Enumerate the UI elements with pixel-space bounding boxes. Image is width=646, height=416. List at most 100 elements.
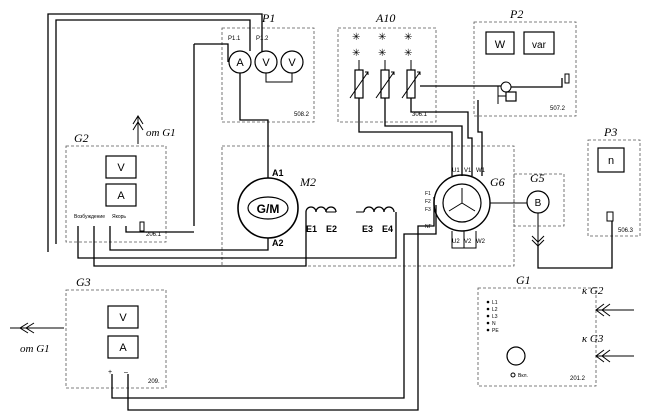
lamp-icon: ✳ xyxy=(378,48,386,59)
g5-unit: G5 B xyxy=(526,171,550,247)
g1-phase-n: N xyxy=(492,321,496,327)
wire xyxy=(55,19,251,244)
wire xyxy=(384,98,463,176)
wire xyxy=(125,226,194,233)
lamp-icon: ✳ xyxy=(404,48,412,59)
p3-unit: P3 n 506.3 xyxy=(597,125,634,234)
wire xyxy=(239,73,269,178)
voltmeter-p1-1-label: V xyxy=(262,57,270,69)
ammeter-p1-label: A xyxy=(236,57,244,69)
wire xyxy=(410,98,473,176)
g1-output-arrow-g2 xyxy=(595,303,634,317)
g5-connector-icon xyxy=(531,213,545,247)
voltmeter-g3-label: V xyxy=(119,312,127,324)
wire xyxy=(358,98,453,176)
g6-machine: G6 U1 V1 W1 U2 V2 W2 F1 F2 F3 NF xyxy=(425,168,505,245)
g3-unit: G3 от G1 V A + – 209. xyxy=(20,275,160,385)
a10-code: 306.1 xyxy=(412,112,428,118)
ammeter-g2 xyxy=(105,183,137,207)
g3-minus: – xyxy=(124,369,128,376)
g2-excitation-label: Возбуждение xyxy=(74,214,105,220)
wire xyxy=(109,226,269,251)
rheostat-3 xyxy=(406,69,416,99)
ammeter-g2-label: A xyxy=(117,190,125,202)
voltmeter-p1-2-label: V xyxy=(288,57,296,69)
g2-code: 206.1 xyxy=(146,232,162,238)
ammeter-g3-label: A xyxy=(119,342,127,354)
g6-terminal-f3: F3 xyxy=(425,207,431,213)
g1-power-knob xyxy=(506,346,526,366)
g3-input-arrow xyxy=(10,322,64,334)
g2-from-label: от G1 xyxy=(146,127,176,139)
ammeter-g3 xyxy=(107,335,139,359)
g2-title: G2 xyxy=(74,131,89,145)
g6-terminal-f1: F1 xyxy=(425,191,431,197)
g5-sensor-label: B xyxy=(535,198,542,209)
lamp-icon: ✳ xyxy=(352,48,360,59)
p2-connector xyxy=(564,73,570,84)
wire xyxy=(127,197,435,411)
rheostat-2 xyxy=(380,69,390,99)
terminal-e3: E3 xyxy=(362,224,373,234)
g3-title: G3 xyxy=(76,275,91,289)
p1-code: 508.2 xyxy=(294,112,310,118)
g1-switch-label: Вкл. xyxy=(518,373,528,379)
unit-outlines xyxy=(65,21,641,389)
g6-terminal-nf: NF xyxy=(425,224,432,230)
g1-phase-l2: L2 xyxy=(492,307,498,313)
star-connection xyxy=(448,188,476,212)
voltmeter-g2-label: V xyxy=(117,162,125,174)
m2-machine: M2 G/M A1 A2 E1 E2 E3 E4 xyxy=(237,168,395,248)
a10-title: A10 xyxy=(375,11,395,25)
lamp-icon: ✳ xyxy=(352,32,360,43)
p3-title: P3 xyxy=(603,125,617,139)
rheostat-arrow xyxy=(349,71,369,99)
terminal-e2: E2 xyxy=(326,224,337,234)
g3-from-label: от G1 xyxy=(20,343,50,355)
wire xyxy=(497,86,506,104)
rheostat-arrow xyxy=(401,71,421,99)
varmeter-label: var xyxy=(532,40,547,51)
p3-code: 506.3 xyxy=(618,228,634,234)
g1-to-g2-label: к G2 xyxy=(582,285,604,297)
phase-indicator xyxy=(486,314,490,318)
g1-switch xyxy=(510,372,516,378)
varmeter xyxy=(523,31,555,55)
field-winding-2 xyxy=(363,206,395,213)
g1-title: G1 xyxy=(516,273,531,287)
wire xyxy=(358,60,412,70)
voltage-coil xyxy=(505,91,517,102)
phase-indicator xyxy=(486,328,490,332)
gm-machine-label: G/M xyxy=(257,202,280,216)
lamp-icon: ✳ xyxy=(378,32,386,43)
g6-terminal-v1: V1 xyxy=(464,168,472,174)
g6-terminal-v2: V2 xyxy=(464,239,472,245)
g6-terminal-u1: U1 xyxy=(452,168,460,174)
wire xyxy=(477,100,483,176)
g2-anchor-label: Якорь xyxy=(112,214,126,220)
phase-indicator xyxy=(486,321,490,325)
voltmeter-g2 xyxy=(105,155,137,179)
g3-code: 209. xyxy=(148,379,160,385)
g5-title: G5 xyxy=(530,171,545,185)
g6-terminal-w2: W2 xyxy=(476,239,486,245)
terminal-a2: A2 xyxy=(272,238,284,248)
rheostat-1 xyxy=(354,69,364,99)
g6-terminal-u2: U2 xyxy=(452,239,460,245)
g6-title: G6 xyxy=(490,175,505,189)
lamp-icon: ✳ xyxy=(404,32,412,43)
gm-rotor xyxy=(247,196,289,220)
wire xyxy=(111,205,437,399)
g2-unit: G2 от G1 V A Возбуждение Якорь 206.1 xyxy=(74,127,176,238)
g1-phase-l1: L1 xyxy=(492,300,498,306)
p1-tag-1: P1.1 xyxy=(228,36,241,42)
g1-output-arrow-g3 xyxy=(595,349,634,363)
g1-to-g3-label: к G3 xyxy=(582,333,604,345)
phase-indicator xyxy=(486,307,490,311)
p3-connector xyxy=(606,211,614,222)
a10-unit: A10 ✳ ✳ ✳ ✳ ✳ ✳ 306.1 xyxy=(349,11,428,118)
m2-title: M2 xyxy=(299,175,316,189)
p2-unit: P2 W var 507.2 xyxy=(485,7,570,112)
g2-outline xyxy=(65,145,167,243)
